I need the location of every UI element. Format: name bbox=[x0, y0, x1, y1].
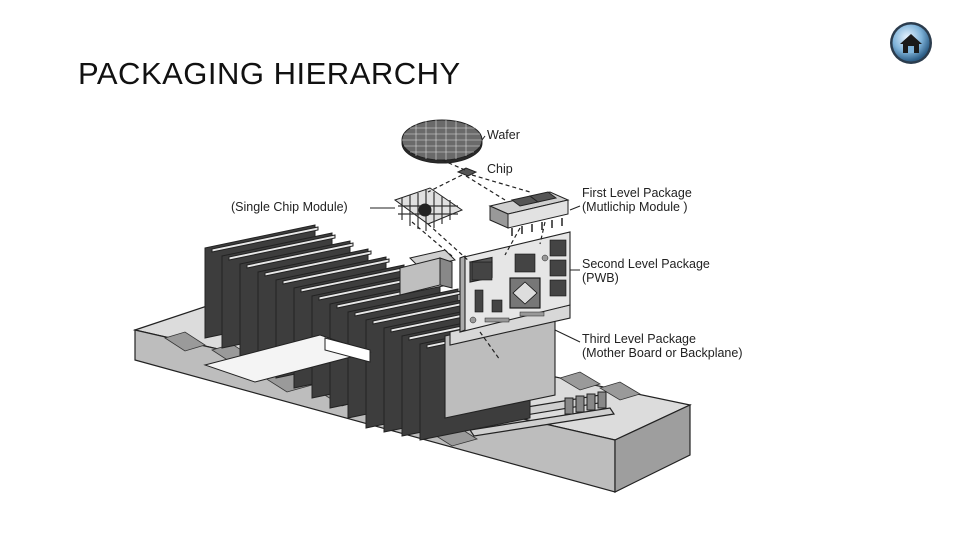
label-second-level-2: (PWB) bbox=[582, 271, 619, 285]
label-single-chip-module: (Single Chip Module) bbox=[231, 200, 348, 214]
pwb-board bbox=[444, 231, 571, 419]
label-wafer: Wafer bbox=[487, 128, 520, 142]
label-chip: Chip bbox=[487, 162, 513, 176]
card-connector bbox=[399, 249, 456, 296]
leader-lines bbox=[370, 135, 581, 343]
label-third-level-1: Third Level Package bbox=[582, 332, 696, 346]
label-third-level-2: (Mother Board or Backplane) bbox=[582, 346, 743, 360]
home-icon bbox=[890, 22, 932, 64]
slide-title: PACKAGING HIERARCHY bbox=[78, 56, 461, 91]
label-first-level-2: (Mutlichip Module ) bbox=[582, 200, 688, 214]
label-first-level-1: First Level Package bbox=[582, 186, 692, 200]
multichip-module bbox=[488, 191, 570, 236]
wafer bbox=[401, 119, 483, 164]
home-button[interactable] bbox=[888, 20, 934, 66]
connection-lines bbox=[411, 159, 546, 361]
base-connector bbox=[564, 391, 607, 415]
label-second-level-1: Second Level Package bbox=[582, 257, 710, 271]
single-chip-module bbox=[393, 187, 464, 231]
